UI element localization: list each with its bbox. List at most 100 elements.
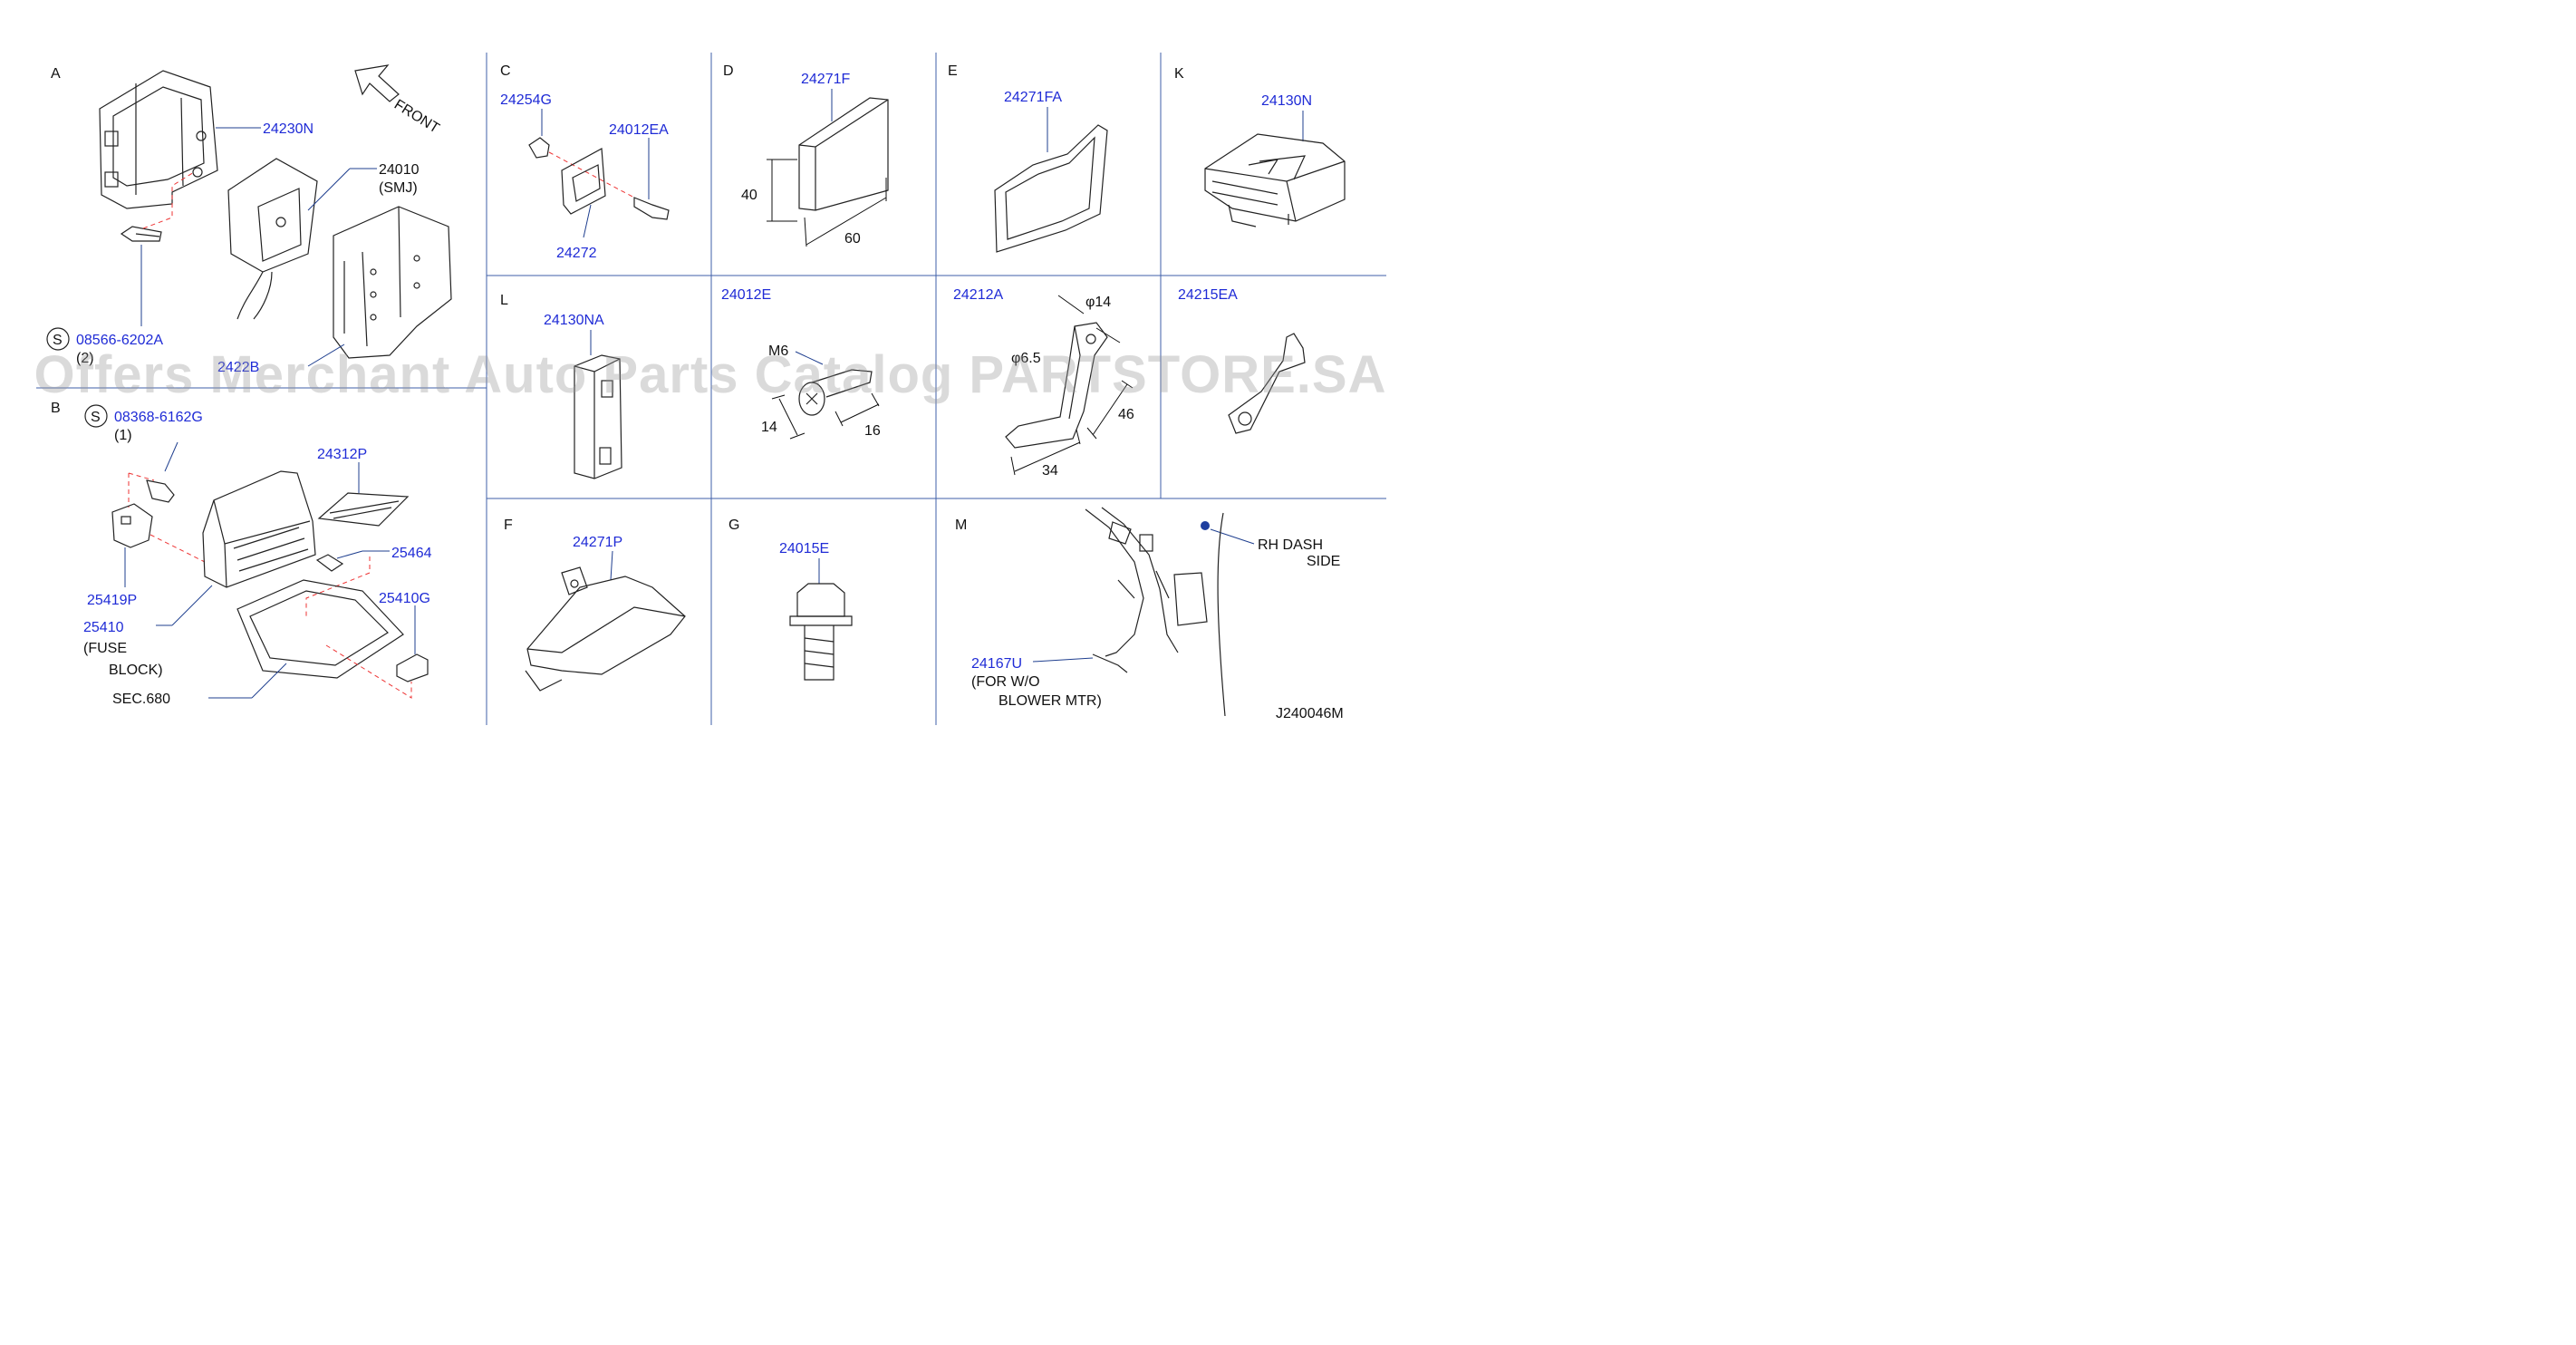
section-b: B S 08368-6162G (1) 25419P 25410 (FUSE B… (51, 401, 432, 707)
section-letter-l: L (500, 293, 508, 308)
part-number-24012e: 24012E (721, 287, 771, 303)
section-m: M RH DASH SIDE 24167U (FOR W/O BLOWER MT… (955, 507, 1340, 717)
bracket-24212a-drawing (1005, 322, 1108, 449)
side-label-side: SIDE (1307, 554, 1340, 569)
thread-m6: M6 (768, 344, 788, 359)
screw-icon (146, 479, 175, 503)
part-number-25419p: 25419P (87, 593, 137, 608)
insulator-24271p-drawing (525, 566, 686, 692)
bolt-icon (120, 226, 162, 242)
module-24010-drawing (227, 158, 318, 320)
dimension-60: 60 (844, 231, 861, 247)
s-symbol-icon (84, 404, 108, 428)
part-note-for-wo: (FOR W/O (971, 674, 1040, 690)
part-number-24212a: 24212A (953, 287, 1003, 303)
section-letter-a: A (51, 66, 61, 82)
hole-6-5: φ6.5 (1011, 351, 1041, 366)
part-number-24015e: 24015E (779, 541, 829, 556)
part-note-smj: (SMJ) (379, 180, 418, 196)
diagram-id: J240046M (1276, 706, 1344, 721)
part-number-sec680: SEC.680 (112, 692, 170, 707)
section-24012e: 24012E M6 14 16 (721, 287, 881, 440)
relay-25410g-drawing (396, 653, 429, 682)
bracket-24272-drawing (561, 148, 606, 215)
section-g: G 24015E (728, 518, 853, 681)
part-number-08368-6162g: 08368-6162G (114, 410, 203, 425)
section-letter-c: C (500, 63, 511, 79)
part-number-24271fa: 24271FA (1004, 90, 1062, 105)
part-number-25464: 25464 (391, 546, 432, 561)
part-number-24130na: 24130NA (544, 313, 604, 328)
section-letter-f: F (504, 518, 513, 533)
cover-sec680-drawing (236, 579, 404, 679)
s-symbol-a: S (53, 333, 63, 348)
section-a: A FRONT 24230N S 08566-6202A (2) (46, 64, 452, 375)
dimension-34: 34 (1042, 463, 1058, 479)
hole-14: φ14 (1085, 295, 1111, 310)
front-arrow-icon: FRONT (354, 64, 442, 137)
s-symbol-b: S (91, 410, 101, 425)
diagram-canvas: A FRONT 24230N S 08566-6202A (2) (36, 53, 1386, 725)
bracket-24230n-drawing (99, 70, 218, 209)
part-number-24012ea: 24012EA (609, 122, 669, 138)
connector-24130n-drawing (1204, 133, 1346, 227)
section-letter-b: B (51, 401, 61, 416)
part-number-24271p: 24271P (573, 535, 622, 550)
bolt-24015e-drawing (789, 583, 853, 681)
bracket-24215ea-drawing (1228, 333, 1306, 434)
dimension-16: 16 (864, 423, 881, 439)
front-label: FRONT (391, 97, 442, 137)
side-label-rh-dash: RH DASH (1258, 537, 1323, 553)
part-number-24230n: 24230N (263, 121, 314, 137)
part-number-24254g: 24254G (500, 92, 552, 108)
section-e: E 24271FA (948, 63, 1108, 253)
dimension-46: 46 (1118, 407, 1134, 422)
fuse-block-25410-drawing (202, 470, 316, 588)
section-24215ea: 24215EA (1178, 287, 1306, 434)
bolt-24012e-drawing (798, 369, 873, 416)
section-letter-d: D (723, 63, 734, 79)
part-number-24130n: 24130N (1261, 93, 1312, 109)
part-number-24271f: 24271F (801, 72, 850, 87)
part-number-08566-6202a: 08566-6202A (76, 333, 163, 348)
pad-24271f-drawing (798, 97, 889, 211)
part-number-24215ea: 24215EA (1178, 287, 1238, 303)
fuse-25464-drawing (315, 554, 344, 572)
location-marker-icon (1201, 521, 1210, 530)
part-note-blower-mtr: BLOWER MTR) (999, 693, 1102, 709)
section-d: D 24271F 40 60 (723, 63, 889, 247)
label-24312p-drawing (317, 492, 410, 527)
dimension-14: 14 (761, 420, 777, 435)
part-number-24167u: 24167U (971, 656, 1022, 672)
part-note-fuse: (FUSE (83, 641, 127, 656)
section-l: L 24130NA (500, 293, 622, 479)
section-letter-m: M (955, 518, 967, 533)
qty-b: (1) (114, 428, 132, 443)
section-k: K 24130N (1174, 66, 1346, 227)
part-number-24272: 24272 (556, 246, 597, 261)
bracket-2422b-drawing (333, 206, 452, 359)
section-24212a: 24212A φ14 φ6.5 46 34 (953, 287, 1134, 479)
dimension-40: 40 (741, 188, 757, 203)
part-number-24312p: 24312P (317, 447, 367, 462)
harness-24167u-drawing (1085, 507, 1226, 717)
s-symbol-icon (46, 327, 70, 351)
part-number-25410: 25410 (83, 620, 124, 635)
part-note-block: BLOCK) (109, 663, 163, 678)
qty-a: (2) (76, 351, 94, 366)
connector-24130na-drawing (574, 354, 622, 479)
grid-lines (36, 53, 1386, 725)
section-letter-e: E (948, 63, 958, 79)
pad-24271fa-drawing (994, 124, 1108, 253)
clip-24254g-icon (528, 137, 550, 159)
clip-25419p-drawing (111, 503, 153, 548)
bolt-24012ea-icon (633, 197, 670, 220)
part-number-2422b: 2422B (217, 360, 259, 375)
section-letter-k: K (1174, 66, 1184, 82)
part-number-25410g: 25410G (379, 591, 430, 606)
section-f: F 24271P (504, 518, 686, 692)
part-number-24010: 24010 (379, 162, 420, 178)
section-c: C 24254G 24272 24012EA (500, 63, 670, 261)
parts-diagram: A FRONT 24230N S 08566-6202A (2) (0, 0, 1421, 741)
section-letter-g: G (728, 518, 739, 533)
